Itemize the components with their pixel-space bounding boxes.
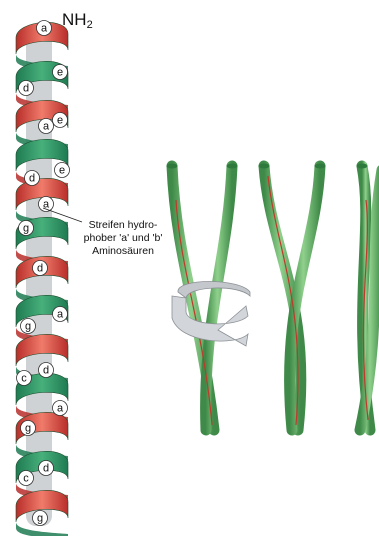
residue-label: c: [21, 373, 27, 385]
residue-label: d: [23, 83, 29, 95]
residue-label: g: [23, 223, 29, 235]
annotation-line-3: Aminosäuren: [78, 245, 168, 258]
strand-pair-3: [357, 164, 379, 431]
residue-label: d: [43, 463, 49, 475]
residue-label: d: [29, 173, 35, 185]
strand-end: [259, 164, 270, 169]
residue-label: e: [57, 67, 63, 79]
hydrophobic-stripe-annotation: Streifen hydro- phober 'a' und 'b' Amino…: [78, 219, 168, 258]
residue-label: a: [43, 121, 50, 133]
n-terminus-label: NH2: [62, 10, 93, 31]
strand: [206, 166, 232, 430]
strand-end: [227, 164, 238, 169]
residue-label: d: [37, 263, 43, 275]
residue-label: a: [57, 309, 64, 321]
residue-label: g: [37, 513, 43, 525]
residue-label: g: [25, 423, 31, 435]
annotation-line-2: phober 'a' und 'b': [78, 232, 168, 245]
residue-label: d: [43, 365, 49, 377]
residue-label: e: [57, 115, 63, 127]
strand-pair-2: [259, 164, 326, 431]
strand-end: [357, 164, 368, 169]
strand-end: [167, 164, 178, 169]
annotation-line-1: Streifen hydro-: [78, 219, 168, 232]
residue-label: a: [57, 403, 64, 415]
strand-end: [315, 164, 326, 169]
residue-label: a: [41, 23, 48, 35]
residue-label: c: [23, 473, 29, 485]
residue-label: e: [59, 165, 65, 177]
residue-label: g: [25, 321, 31, 333]
